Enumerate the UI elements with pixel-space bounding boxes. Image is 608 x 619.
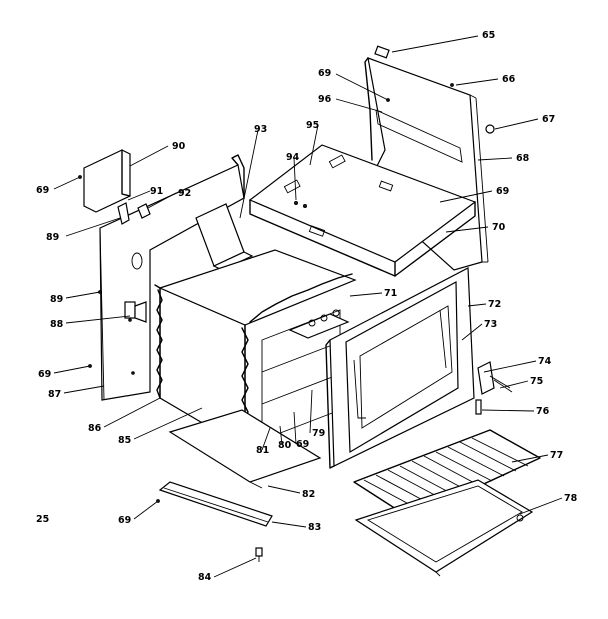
callout-65: 65 xyxy=(482,30,495,41)
callout-94: 94 xyxy=(286,152,300,163)
callout-90: 90 xyxy=(172,141,186,152)
oven-rack xyxy=(353,429,541,519)
bottom-panel xyxy=(168,409,322,489)
callout-95: 95 xyxy=(306,120,319,131)
callout-69: 69 xyxy=(38,369,51,380)
figure-code: 25 xyxy=(36,514,49,525)
callout-93: 93 xyxy=(254,124,267,135)
leveling-leg xyxy=(255,547,263,562)
callout-76: 76 xyxy=(536,406,550,417)
callout-labels: 65 69 66 96 67 95 68 93 90 94 69 69 91 9… xyxy=(36,30,578,583)
callout-70: 70 xyxy=(492,222,506,233)
callout-86: 86 xyxy=(88,423,102,434)
callout-82: 82 xyxy=(302,489,315,500)
callout-69: 69 xyxy=(36,185,49,196)
left-side-panel xyxy=(99,154,245,401)
door-hinge xyxy=(477,361,513,395)
control-housing xyxy=(83,149,151,225)
callout-89: 89 xyxy=(46,232,59,243)
callout-74: 74 xyxy=(538,356,552,367)
callout-77: 77 xyxy=(550,450,563,461)
callout-67: 67 xyxy=(542,114,555,125)
callout-88: 88 xyxy=(50,319,64,330)
oven-liner xyxy=(154,249,357,453)
callout-87: 87 xyxy=(48,389,61,400)
broiler-pan xyxy=(354,479,534,577)
top-panel xyxy=(248,144,477,277)
callout-85: 85 xyxy=(118,435,131,446)
callout-72: 72 xyxy=(488,299,501,310)
callout-66: 66 xyxy=(502,74,516,85)
callout-71: 71 xyxy=(384,288,397,299)
callout-79: 79 xyxy=(312,428,325,439)
callout-75: 75 xyxy=(530,376,543,387)
callout-84: 84 xyxy=(198,572,212,583)
callout-69: 69 xyxy=(296,439,309,450)
callout-78: 78 xyxy=(564,493,578,504)
callout-80: 80 xyxy=(278,440,292,451)
kick-plate xyxy=(158,481,273,527)
front-frame xyxy=(325,267,475,469)
callout-68: 68 xyxy=(516,153,530,164)
callout-69: 69 xyxy=(118,515,131,526)
callout-73: 73 xyxy=(484,319,497,330)
callout-81: 81 xyxy=(256,445,269,456)
leader-lines xyxy=(53,35,563,578)
callout-69: 69 xyxy=(496,186,509,197)
callout-92: 92 xyxy=(178,188,191,199)
callout-69: 69 xyxy=(318,68,331,79)
callout-83: 83 xyxy=(308,522,321,533)
callout-91: 91 xyxy=(150,186,163,197)
callout-89: 89 xyxy=(50,294,63,305)
callout-96: 96 xyxy=(318,94,332,105)
vent-baffle xyxy=(195,203,254,271)
rack-support-pin xyxy=(475,399,482,415)
